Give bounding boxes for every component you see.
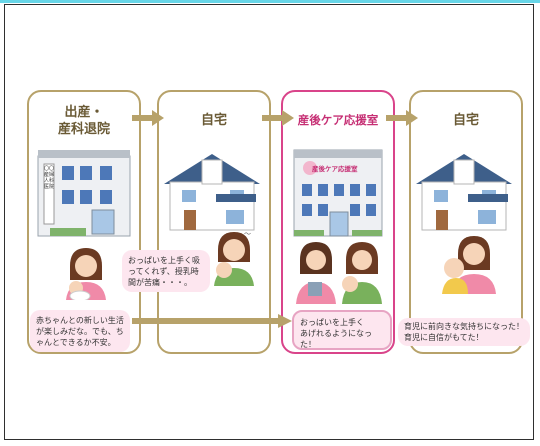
step-home-2-title: 自宅 <box>452 113 479 128</box>
house-icon <box>164 154 260 231</box>
happy-mother-with-baby-icon <box>442 236 496 294</box>
arrow-right-icon <box>386 110 418 126</box>
positive-line-2: 育児に自信がもてた！ <box>404 333 484 342</box>
step-care-room-title: 産後ケア応援室 <box>297 113 379 127</box>
bubble-home-positive: 育児に前向きな気持ちになった！ 育児に自信がもてた！ <box>398 318 530 346</box>
title-line-1: 出産・ <box>64 105 104 120</box>
positive-line-1: 育児に前向きな気持ちになった！ <box>404 322 524 331</box>
tired-mother-icon: 〜 <box>214 230 254 286</box>
hospital-building-icon <box>37 150 131 237</box>
caregiver-and-mother-icon <box>296 242 382 304</box>
title-line-2: 産科退院 <box>57 122 110 137</box>
house-icon <box>416 154 512 231</box>
care-room-sign: 産後ケア応援室 <box>312 165 358 173</box>
bubble-home-trouble: おっぱいを上手く吸ってくれず、授乳時間が苦痛・・・。 <box>122 250 210 292</box>
step-discharge-title: 出産・ 産科退院 <box>29 104 139 138</box>
step-home-1-title: 自宅 <box>200 113 227 128</box>
arrow-right-icon <box>262 110 294 126</box>
clinic-sign: 〇〇産婦人科医院 <box>44 166 55 190</box>
image-frame <box>4 4 534 440</box>
bubble-care-result: おっぱいを上手く あげれるようになった！ <box>292 310 392 350</box>
care-room-building-icon <box>293 149 383 237</box>
top-accent-line <box>0 0 540 3</box>
arrow-right-icon <box>132 110 164 126</box>
mother-with-baby-icon <box>66 248 106 300</box>
bubble-discharge-worry: 赤ちゃんとの新しい生活が楽しみだな。でも、ちゃんとできるか不安。 <box>30 310 130 352</box>
svg-text:〜: 〜 <box>244 230 251 238</box>
arrow-long-right-icon <box>132 314 292 328</box>
